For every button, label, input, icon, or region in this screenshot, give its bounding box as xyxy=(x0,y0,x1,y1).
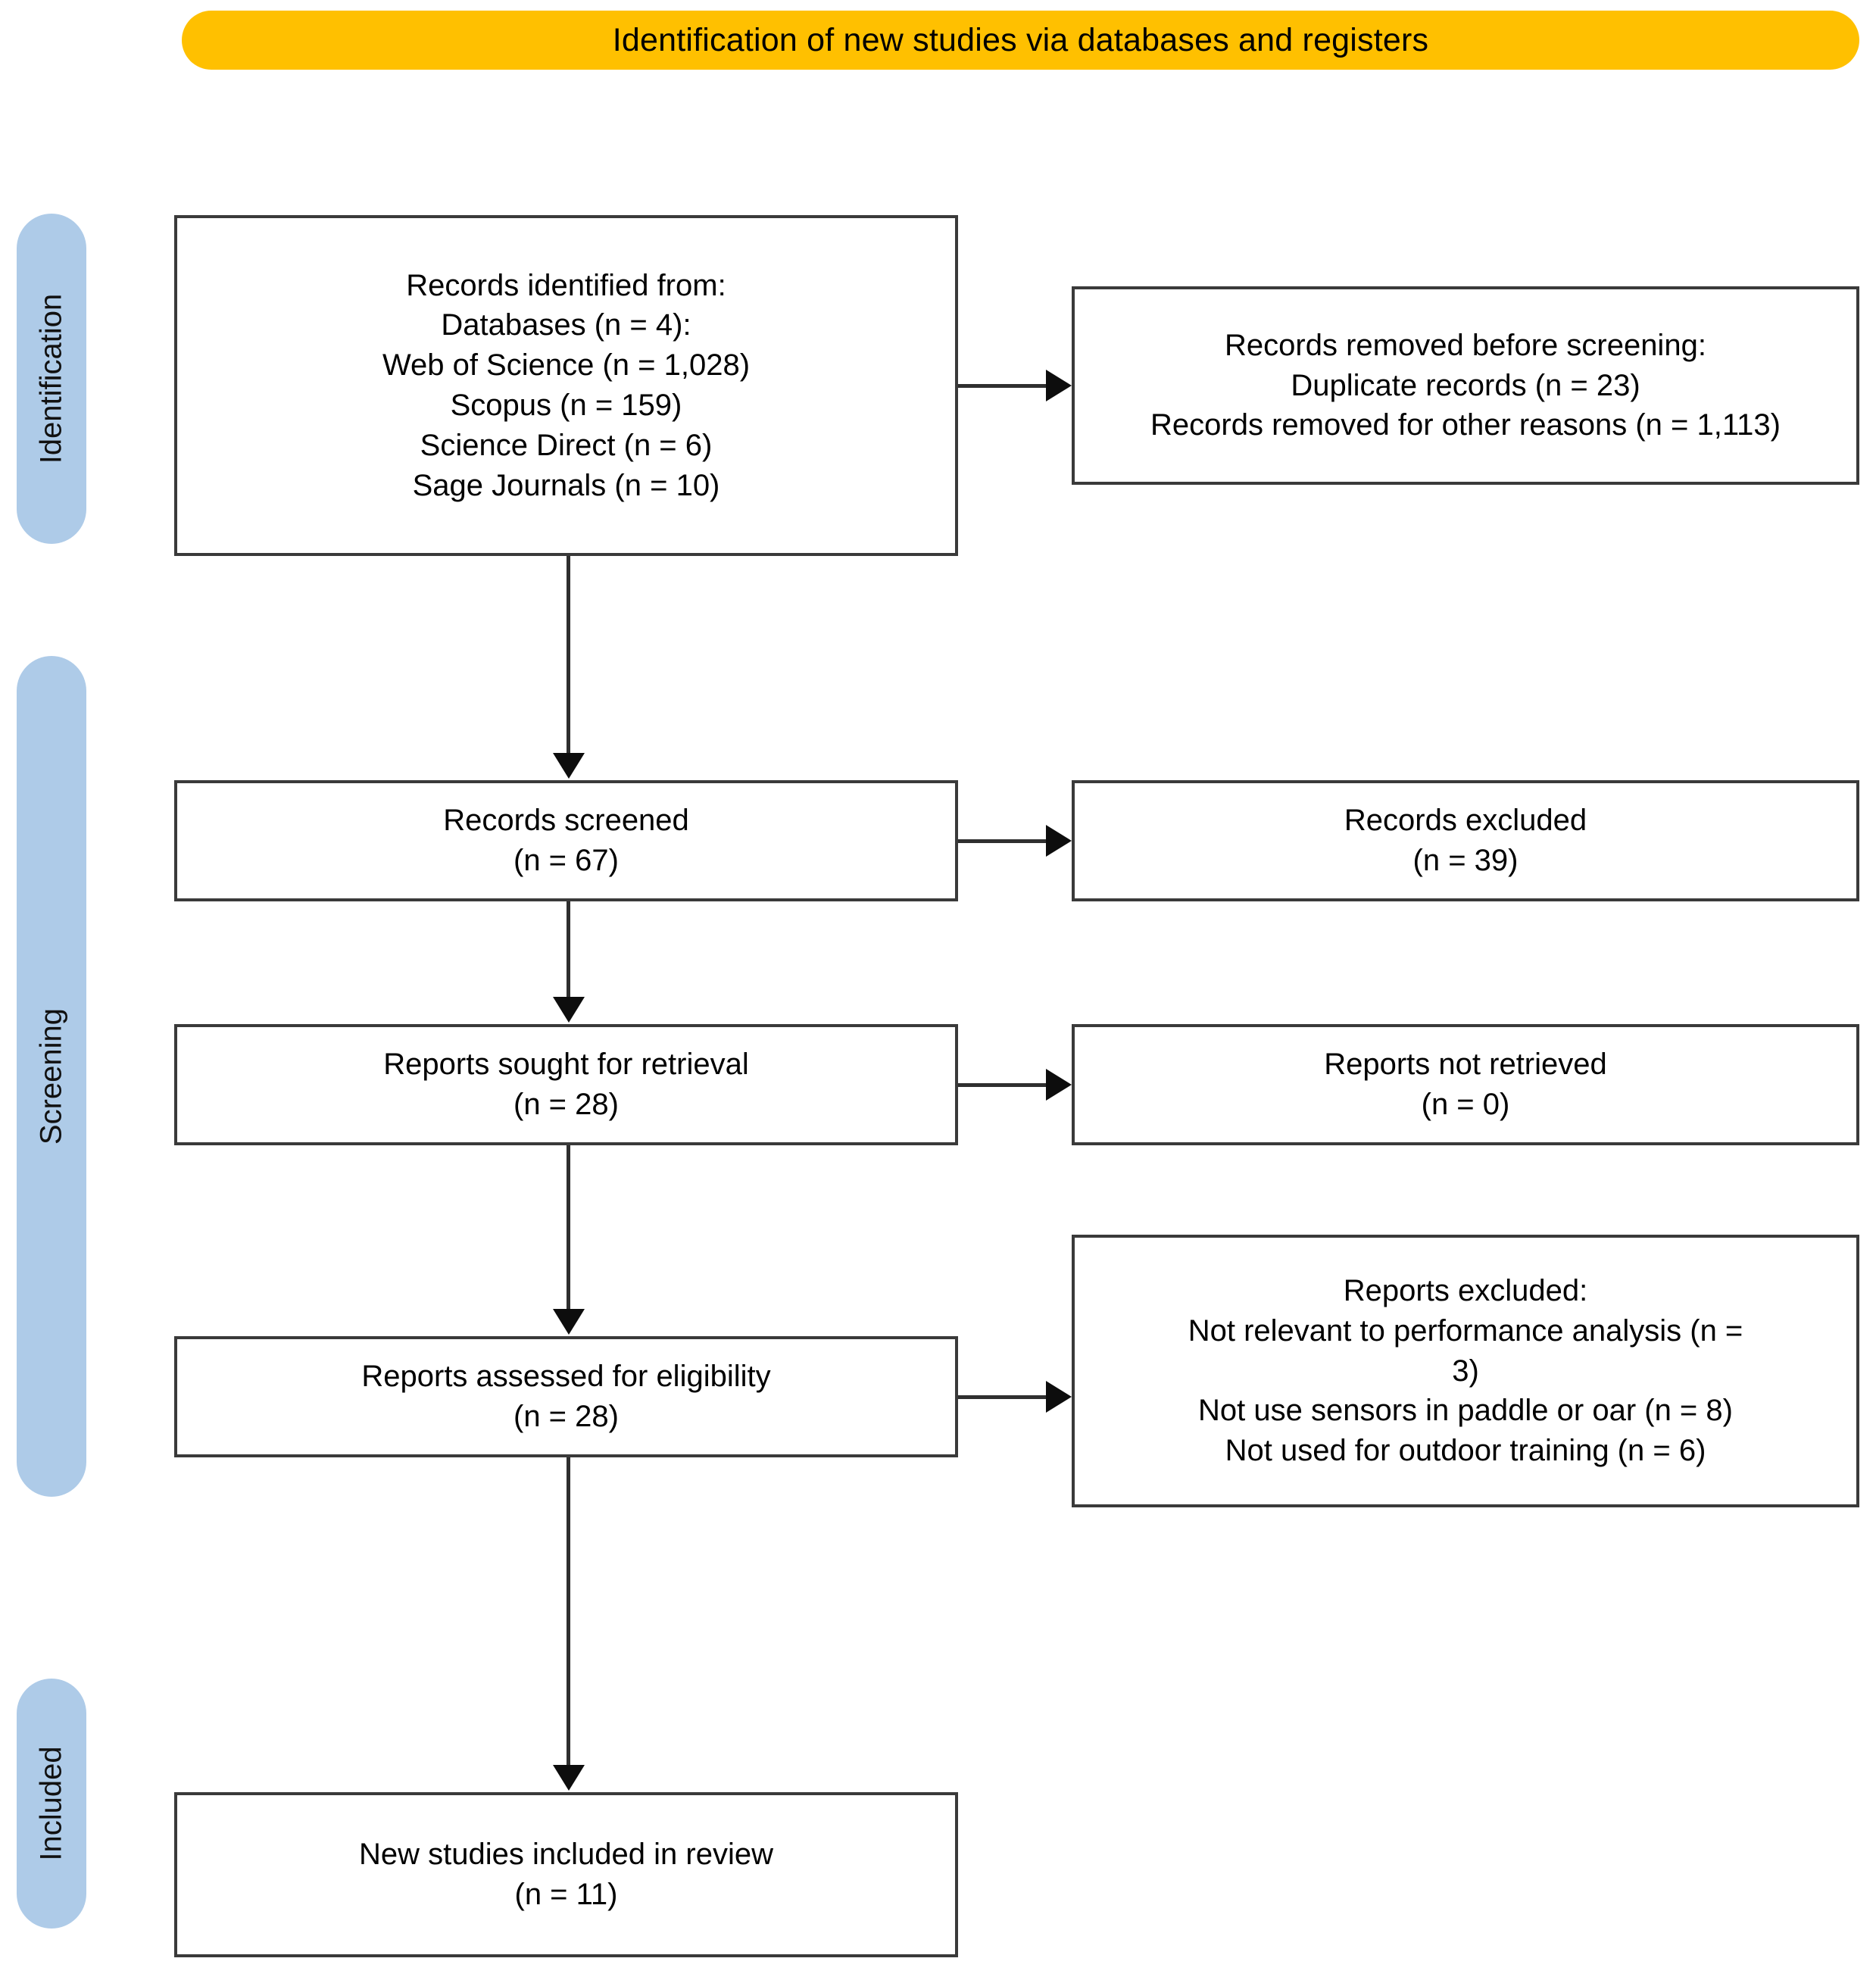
node-records-excluded: Records excluded (n = 39) xyxy=(1072,780,1859,901)
phase-label-screening-text: Screening xyxy=(34,1007,68,1145)
node-records-screened: Records screened (n = 67) xyxy=(174,780,958,901)
node-reports-not-retrieved: Reports not retrieved (n = 0) xyxy=(1072,1024,1859,1145)
phase-label-included: Included xyxy=(17,1679,86,1929)
arrowhead-screened-to-excluded xyxy=(1046,825,1072,857)
arrowhead-assessed-to-excluded xyxy=(1046,1381,1072,1413)
connector-screened-to-excluded xyxy=(958,839,1047,843)
arrowhead-identified-to-screened xyxy=(553,753,585,779)
phase-label-identification: Identification xyxy=(17,214,86,544)
node-reports-not-retrieved-text: Reports not retrieved (n = 0) xyxy=(1324,1048,1607,1121)
node-records-removed-text: Records removed before screening: Duplic… xyxy=(1150,328,1781,442)
node-reports-excluded-text: Reports excluded: Not relevant to perfor… xyxy=(1188,1274,1743,1468)
connector-assessed-to-excluded xyxy=(958,1395,1047,1399)
node-records-identified: Records identified from: Databases (n = … xyxy=(174,215,958,556)
connector-identified-to-removed xyxy=(958,384,1047,388)
phase-label-screening: Screening xyxy=(17,656,86,1497)
node-studies-included: New studies included in review (n = 11) xyxy=(174,1792,958,1957)
diagram-title: Identification of new studies via databa… xyxy=(612,21,1429,58)
connector-sought-to-not-retrieved xyxy=(958,1083,1047,1087)
node-reports-sought-text: Reports sought for retrieval (n = 28) xyxy=(383,1048,749,1121)
connector-screened-to-sought xyxy=(567,901,570,998)
node-reports-assessed-text: Reports assessed for eligibility (n = 28… xyxy=(361,1360,771,1433)
arrowhead-sought-to-not-retrieved xyxy=(1046,1069,1072,1101)
connector-sought-to-assessed xyxy=(567,1145,570,1310)
diagram-header-banner: Identification of new studies via databa… xyxy=(182,11,1859,70)
arrowhead-assessed-to-included xyxy=(553,1765,585,1791)
node-records-removed: Records removed before screening: Duplic… xyxy=(1072,286,1859,485)
arrowhead-identified-to-removed xyxy=(1046,370,1072,401)
node-reports-sought: Reports sought for retrieval (n = 28) xyxy=(174,1024,958,1145)
node-studies-included-text: New studies included in review (n = 11) xyxy=(359,1838,773,1911)
connector-assessed-to-included xyxy=(567,1457,570,1766)
node-records-excluded-text: Records excluded (n = 39) xyxy=(1344,804,1587,877)
connector-identified-to-screened xyxy=(567,556,570,754)
phase-label-included-text: Included xyxy=(34,1746,68,1861)
node-records-identified-text: Records identified from: Databases (n = … xyxy=(382,268,751,502)
arrowhead-sought-to-assessed xyxy=(553,1309,585,1335)
node-records-screened-text: Records screened (n = 67) xyxy=(443,804,689,877)
node-reports-assessed: Reports assessed for eligibility (n = 28… xyxy=(174,1336,958,1457)
node-reports-excluded: Reports excluded: Not relevant to perfor… xyxy=(1072,1235,1859,1507)
arrowhead-screened-to-sought xyxy=(553,997,585,1023)
phase-label-identification-text: Identification xyxy=(34,293,68,464)
